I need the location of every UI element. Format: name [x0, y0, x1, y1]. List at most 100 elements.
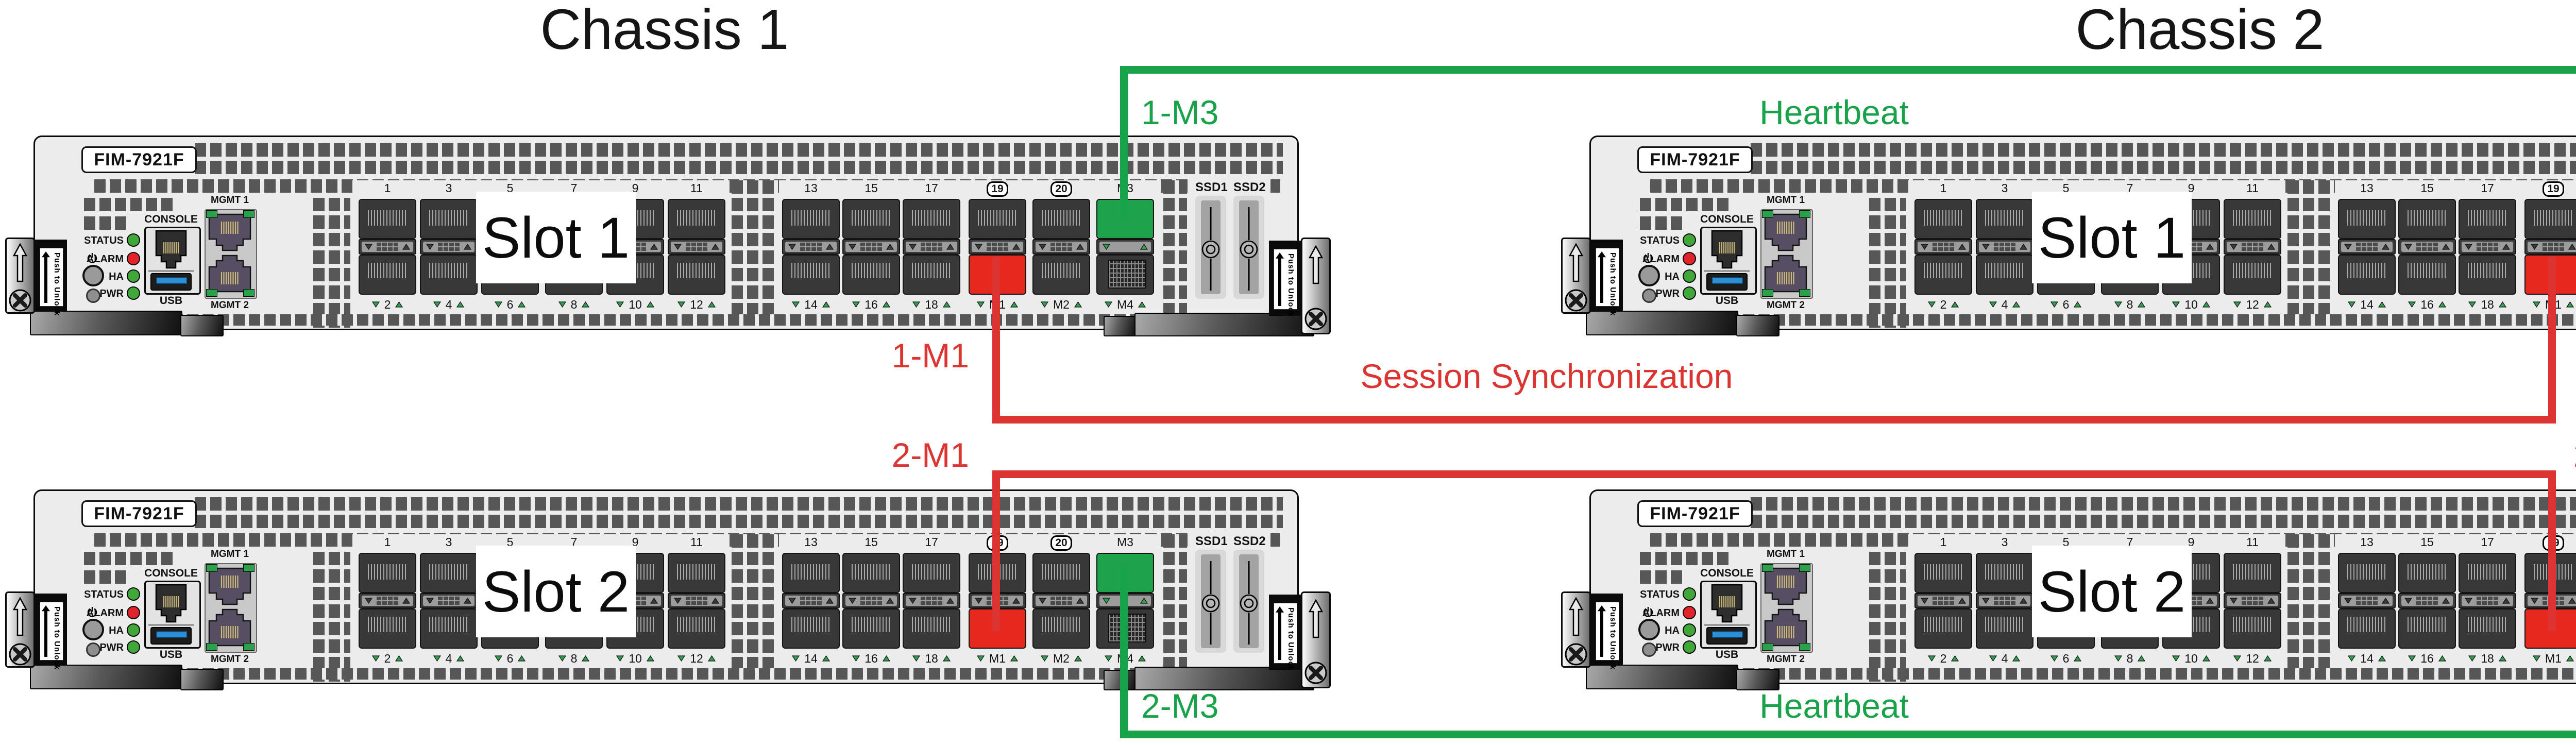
port-14-cage: [782, 608, 840, 649]
port-latch: [2459, 239, 2516, 255]
led-label-ha: HA: [109, 625, 124, 636]
port-latch: [842, 593, 900, 608]
tx-arrow-icon: [582, 655, 590, 662]
latch-arrow-up-icon: [2382, 244, 2389, 250]
heatsink-fins: [677, 263, 716, 278]
port-top-label-pill: 19: [987, 181, 1008, 197]
usb-tongue: [1712, 631, 1743, 638]
latch-contact-grid: [2477, 597, 2498, 605]
port-top-label-1: 1: [384, 535, 391, 549]
port-latch: [1096, 239, 1154, 255]
tx-arrow-icon: [518, 301, 526, 308]
heatsink-fins: [1042, 617, 1081, 632]
session-sync-cable-left-vertical: [992, 257, 1000, 424]
port-top-label-13: 13: [804, 181, 818, 195]
mgmt2-led-right: [243, 289, 255, 297]
port-top-label-1: 1: [384, 181, 391, 195]
mgmt1-label: MGMT 1: [1767, 195, 1805, 206]
latch-inner: [2341, 242, 2393, 252]
tx-arrow-icon: [2074, 301, 2082, 308]
chassis-2-title: Chassis 2: [2075, 0, 2325, 61]
heatsink-fins: [368, 263, 407, 278]
port-1-cage: [359, 199, 416, 239]
led-alarm-indicator: [1683, 252, 1696, 265]
port-top-label-17: 17: [2481, 535, 2494, 549]
mgmt2-label: MGMT 2: [1767, 654, 1805, 665]
heatsink-fins: [2233, 263, 2272, 278]
vent-grid: [313, 552, 350, 682]
led-alarm-indicator: [127, 252, 140, 265]
tx-arrow-icon: [942, 301, 951, 308]
tx-arrow-icon: [646, 655, 654, 662]
mgmt2-port: [207, 255, 252, 293]
port-bottom-label-M4: M4: [1096, 297, 1154, 312]
port-12-cage: [668, 255, 725, 295]
heatsink-fins: [2408, 263, 2447, 278]
latch-arrow-down-icon: [1921, 244, 1928, 250]
unlock-strip-label: Push to Unlock: [1608, 252, 1617, 316]
port-label-2-m3-left: 2-M3: [1141, 687, 1219, 725]
rx-arrow-icon: [977, 301, 985, 308]
port-bottom-label-16: 16: [2398, 651, 2456, 666]
port-18-cage: [903, 255, 960, 295]
port-latch: [2524, 239, 2576, 255]
unlock-strip-left: Push to Unlock: [1591, 594, 1623, 670]
mounting-foot-right-step: [1104, 316, 1137, 336]
port-top-label-5: 5: [506, 535, 514, 549]
led-status-indicator: [127, 233, 140, 247]
tx-arrow-icon: [2378, 655, 2386, 662]
led-label-pwr: PWR: [1655, 288, 1680, 299]
unlock-strip-right: Push to Unlock: [1269, 241, 1301, 317]
slot-label: Slot 2: [476, 546, 636, 637]
latch-contact-grid: [2477, 243, 2498, 251]
port-bottom-label-text: 12: [2246, 651, 2259, 665]
unlock-strip-plate: Push to Unlock: [1274, 249, 1297, 317]
latch-inner: [362, 596, 413, 606]
heatsink-fins: [2347, 564, 2386, 580]
rx-arrow-icon: [2172, 655, 2180, 662]
heartbeat-top-label: Heartbeat: [1759, 93, 1909, 131]
port-bottom-label-10: 10: [606, 297, 664, 312]
latch-arrow-up-icon: [886, 244, 894, 250]
port-top-label-11: 11: [690, 181, 703, 195]
ejector-handle-right: [1301, 238, 1331, 334]
latch-inner: [423, 596, 474, 606]
vent-grid: [732, 534, 778, 672]
port-top-label-9: 9: [632, 181, 639, 195]
vent-grid: [1751, 143, 2576, 176]
power-icon: [87, 252, 98, 264]
port-latch: [2338, 239, 2396, 255]
latch-contact-grid: [1994, 243, 2015, 251]
port-16-cage: [2398, 255, 2456, 295]
unlock-arrow-icon: [42, 605, 50, 657]
port-bottom-label-6: 6: [481, 297, 539, 312]
latch-arrow-down-icon: [975, 598, 982, 604]
led-label-pwr: PWR: [99, 642, 124, 653]
rx-arrow-icon: [2348, 301, 2356, 308]
port-latch: [2224, 239, 2281, 255]
port-bottom-label-8: 8: [2101, 651, 2159, 666]
port-2-cage: [359, 255, 416, 295]
latch-arrow-up-icon: [464, 244, 471, 250]
latch-contact-grid: [377, 243, 398, 251]
port-latch: [903, 593, 960, 608]
model-label: FIM-7921F: [81, 500, 197, 527]
chassis-1-title: Chassis 1: [540, 0, 789, 61]
port-bottom-label-2: 2: [1914, 297, 1972, 312]
heartbeat-top-cable-left-vertical: [1120, 66, 1128, 221]
tx-arrow-icon: [1138, 655, 1146, 662]
latch-arrow-up-icon: [1076, 598, 1084, 604]
vent-grid: [1650, 314, 2576, 326]
mounting-foot-left-step: [180, 669, 224, 690]
port-bottom-label-text: 18: [925, 297, 938, 311]
usb-port: [1706, 627, 1748, 645]
heartbeat-bottom-cable-horizontal: [1120, 731, 2576, 738]
heatsink-fins: [852, 210, 891, 226]
tx-arrow-icon: [1010, 655, 1018, 662]
latch-arrow-up-icon: [2267, 598, 2275, 604]
port-bottom-label-4: 4: [1976, 297, 2033, 312]
vent-grid: [1640, 216, 1686, 232]
port-top-label-3: 3: [2001, 181, 2008, 195]
port-bottom-label-8: 8: [545, 651, 603, 666]
latch-arrow-down-icon: [674, 244, 682, 250]
